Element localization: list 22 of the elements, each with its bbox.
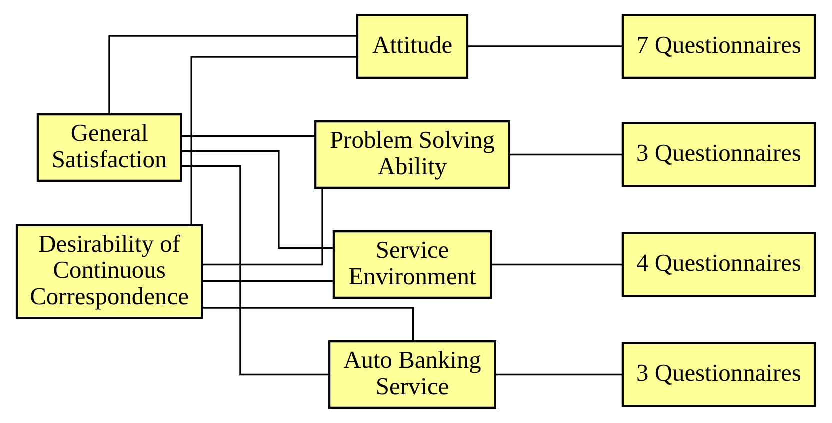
connector <box>181 165 330 376</box>
node-box: Desirability of Continuous Correspondence <box>16 224 204 320</box>
node-box: 3 Questionnaires <box>622 122 816 188</box>
node-box: 4 Questionnaires <box>622 232 816 298</box>
connector <box>108 35 357 114</box>
connector <box>202 307 414 342</box>
node-box: 3 Questionnaires <box>622 342 816 408</box>
node-box: Service Environment <box>332 230 492 299</box>
node-box: Auto Banking Service <box>328 340 496 409</box>
node-box: 7 Questionnaires <box>622 14 816 79</box>
connector <box>509 154 623 156</box>
connector <box>468 46 622 48</box>
node-box: Problem Solving Ability <box>314 120 510 189</box>
connector <box>181 150 334 250</box>
connector <box>202 280 334 282</box>
connector <box>496 374 623 376</box>
node-box: General Satisfaction <box>36 114 182 182</box>
connector <box>190 56 358 226</box>
connector <box>202 188 324 266</box>
connector <box>491 264 623 266</box>
node-box: Attitude <box>356 14 469 79</box>
connector <box>181 136 316 138</box>
